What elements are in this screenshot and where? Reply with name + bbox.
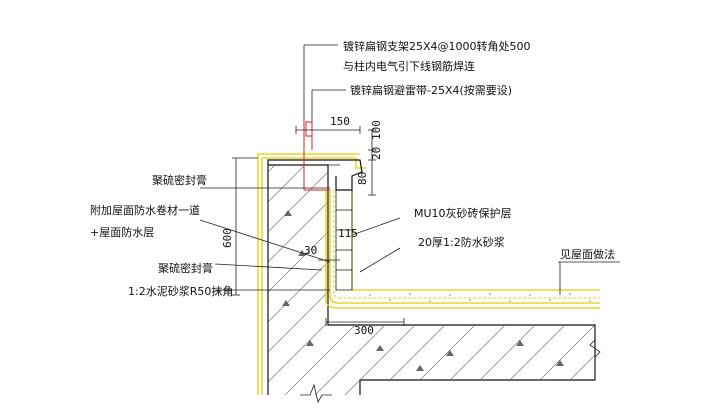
dim-150: 150 <box>330 115 350 128</box>
label-extra-membrane-1: 附加屋面防水卷材一道 <box>90 203 200 217</box>
label-waterproof-mortar: 20厚1:2防水砂浆 <box>418 235 505 249</box>
label-lightning-strip: 镀锌扁钢避雷带-25X4(按需要设) <box>350 83 512 97</box>
dim-100: 100 <box>370 120 383 140</box>
steel-bracket <box>303 120 330 191</box>
mortar-layer <box>369 293 591 302</box>
dim-300: 300 <box>354 324 374 337</box>
label-steel-bracket-2: 与柱内电气引下线钢筋焊连 <box>343 59 475 73</box>
brick-protective-layer <box>335 189 353 291</box>
label-sealant-top: 聚硫密封膏 <box>152 173 207 187</box>
label-brick-layer: MU10灰砂砖保护层 <box>414 206 512 220</box>
concrete-structure <box>267 164 601 404</box>
dim-80: 80 <box>356 172 369 185</box>
label-sealant-bottom: 聚硫密封膏 <box>158 261 213 275</box>
label-steel-bracket-1: 镀锌扁钢支架25X4@1000转角处500 <box>343 39 531 53</box>
dim-20: 20 <box>370 147 383 160</box>
label-roof-ref: 见屋面做法 <box>560 247 615 261</box>
dimension-lines <box>232 126 405 326</box>
label-mortar-fillet: 1:2水泥砂浆R50抹角 <box>128 284 233 298</box>
label-extra-membrane-2: +屋面防水层 <box>90 225 154 239</box>
leader-lines <box>199 44 620 295</box>
parapet-coping <box>267 159 363 191</box>
dim-600: 600 <box>221 228 234 248</box>
dim-115: 115 <box>338 227 358 240</box>
dim-30: 30 <box>304 244 317 257</box>
